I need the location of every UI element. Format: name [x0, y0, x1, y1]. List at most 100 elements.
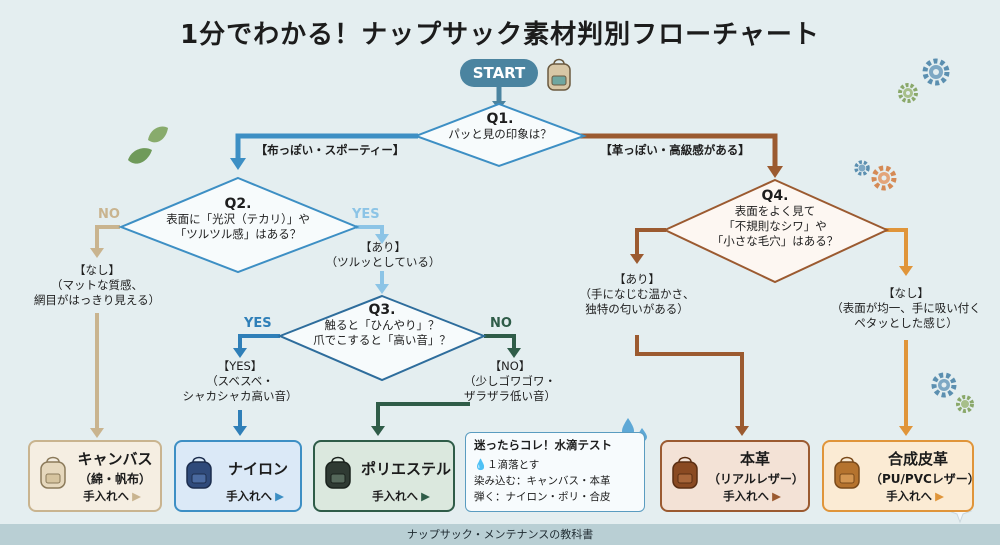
q4-line1: 表面をよく見て	[734, 204, 816, 218]
q3-no-line3: ザラザラ低い音）	[464, 389, 556, 403]
arrow-q1-left	[235, 133, 418, 160]
q1-node: Q1. パッと見の印象は？	[440, 112, 560, 142]
q4-no-line1: 【なし】	[883, 286, 929, 300]
q3-no-line2: （少しゴワゴワ・	[464, 374, 556, 388]
q4-line3: 「小さな毛穴」はある？	[711, 234, 839, 248]
water-test-line3: 弾く：ナイロン・ポリ・合皮	[474, 491, 611, 503]
q2-yes-result: 【あり】 （ツルッとしている）	[322, 240, 444, 270]
arrow-q4-yes-head	[630, 254, 644, 264]
q2-number: Q2.	[224, 196, 252, 212]
arrow-q3-yes	[238, 334, 280, 350]
care-arrow-icon: ▶	[421, 489, 430, 503]
q3-no-result: 【NO】 （少しゴワゴワ・ ザラザラ低い音）	[440, 359, 580, 404]
arrow-q4-yes-down	[635, 335, 744, 428]
footer: ナップサック・メンテナンスの教科書	[0, 524, 1000, 545]
care-link[interactable]: 手入れへ▶	[355, 488, 447, 504]
care-link[interactable]: 手入れへ▶	[864, 488, 966, 504]
arrow-q2-no-down-head	[90, 428, 104, 438]
gear-icon	[922, 58, 950, 86]
q3-yes-line1: 【YES】	[217, 359, 263, 373]
q3-yes-line2: （スベスベ・	[206, 374, 274, 388]
care-link[interactable]: 手入れへ▶	[70, 488, 154, 504]
care-arrow-icon: ▶	[275, 489, 284, 503]
result-card-synthetic-leather[interactable]: 合成皮革 （PU/PVCレザー） 手入れへ▶	[822, 440, 980, 512]
arrow-q4-yes	[635, 228, 666, 256]
gear-icon	[871, 165, 897, 191]
q3-line1: 触ると「ひんやり」？	[324, 318, 440, 332]
arrow-q4-no-head	[899, 266, 913, 276]
arrow-q3-no-down	[376, 402, 470, 428]
q1-text: パッと見の印象は？	[448, 127, 552, 141]
q3-line2: 爪でこすると「高い音」？	[313, 333, 451, 347]
card-sub: （PU/PVCレザー）	[870, 472, 980, 486]
result-card-polyester[interactable]: ポリエステル 手入れへ▶	[313, 440, 455, 512]
water-test-line2: 染み込む：キャンバス・本革	[474, 475, 611, 487]
backpack-icon	[40, 456, 66, 489]
arrow-q2-no-head	[90, 248, 104, 258]
q3-yes-line3: シャカシャカ高い音）	[182, 389, 298, 403]
q3-diamond	[277, 294, 487, 382]
gear-icon	[898, 83, 918, 103]
q2-no-line1: 【なし】	[74, 263, 120, 277]
result-card-canvas[interactable]: キャンバス （綿・帆布） 手入れへ▶	[28, 440, 162, 512]
q1-diamond	[413, 102, 587, 168]
q2-yes-line2: （ツルッとしている）	[325, 255, 441, 269]
q2-yes-label: YES	[352, 207, 380, 222]
arrow-q3-no-down-head	[371, 426, 385, 436]
q2-diamond	[118, 176, 360, 274]
care-label: 手入れへ	[83, 489, 130, 503]
result-card-nylon[interactable]: ナイロン 手入れへ▶	[174, 440, 302, 512]
q2-no-label: NO	[98, 207, 120, 222]
arrow-q4-no-down-head	[899, 426, 913, 436]
arrow-q3-no	[484, 334, 516, 350]
care-link[interactable]: 手入れへ▶	[702, 488, 802, 504]
q4-yes-line3: 独特の匂いがある）	[585, 302, 689, 316]
q2-no-result: 【なし】 （マットな質感、 網目がはっきり見える）	[22, 263, 172, 308]
care-arrow-icon: ▶	[772, 489, 781, 503]
card-name: キャンバス	[77, 450, 153, 468]
q3-no-line1: 【NO】	[489, 359, 531, 373]
care-arrow-icon: ▶	[935, 489, 944, 503]
q2-no-line2: （マットな質感、	[51, 278, 143, 292]
q4-yes-result: 【あり】 （手になじむ温かさ、 独特の匂いがある）	[572, 272, 702, 317]
start-node: START	[460, 59, 538, 87]
q2-node: Q2. 表面に「光沢（テカリ）」や 「ツルツル感」はある？	[150, 197, 326, 242]
q1-number: Q1.	[486, 111, 514, 127]
branch-left-label: 【布っぽい・スポーティー】	[255, 143, 405, 157]
arrow-q2-yes-down-head	[375, 284, 389, 294]
arrow-q1-left-head	[230, 158, 246, 170]
backpack-icon	[325, 456, 351, 489]
q4-no-line2: （表面が均一、手に吸い付く	[831, 301, 981, 315]
q2-yes-line1: 【あり】	[360, 240, 406, 254]
gear-icon	[956, 395, 974, 413]
care-label: 手入れへ	[226, 489, 273, 503]
q3-number: Q3.	[368, 302, 396, 318]
arrow-q3-yes-down-head	[233, 426, 247, 436]
arrow-q3-yes-head	[233, 348, 247, 358]
card-sub: （リアルレザー）	[708, 472, 804, 486]
care-link[interactable]: 手入れへ▶	[216, 488, 294, 504]
backpack-icon	[186, 456, 212, 489]
care-label: 手入れへ	[723, 489, 770, 503]
branch-right-label: 【革っぽい・高級感がある】	[600, 143, 750, 157]
q3-no-label: NO	[490, 316, 512, 331]
q4-node: Q4. 表面をよく見て 「不規則なシワ」や 「小さな毛穴」はある？	[700, 189, 850, 249]
arrow-q3-no-head	[507, 348, 521, 358]
q2-line2: 「ツルツル感」はある？	[174, 227, 302, 241]
q4-yes-line1: 【あり】	[614, 272, 660, 286]
card-name: ナイロン	[227, 460, 288, 478]
backpack-icon	[834, 456, 860, 489]
q2-no-line3: 網目がはっきり見える）	[33, 293, 161, 307]
card-name: 本革	[739, 450, 770, 468]
backpack-icon	[672, 456, 698, 489]
gear-icon	[931, 372, 957, 398]
leaf-icon	[128, 148, 152, 164]
arrow-q2-yes	[356, 225, 384, 236]
q4-line2: 「不規則なシワ」や	[723, 219, 827, 233]
water-test-line1: 💧１滴落とす	[474, 459, 540, 471]
arrow-q2-no	[95, 225, 120, 250]
care-arrow-icon: ▶	[132, 489, 141, 503]
result-card-leather[interactable]: 本革 （リアルレザー） 手入れへ▶	[660, 440, 810, 512]
